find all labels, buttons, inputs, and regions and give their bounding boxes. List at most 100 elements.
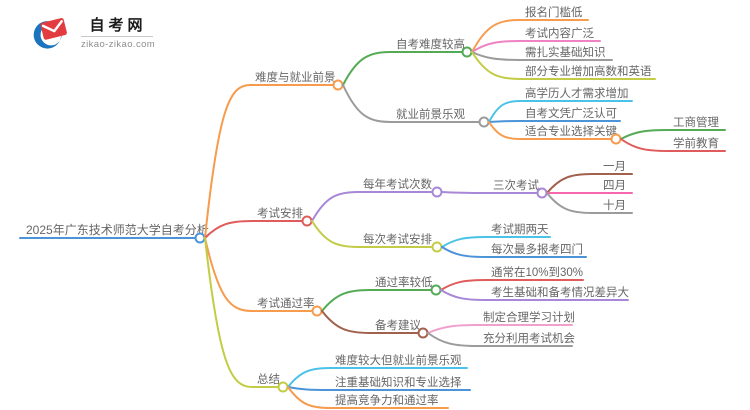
mindmap-node-preparation-advice[interactable]: 备考建议 [321,310,429,339]
node-connector[interactable] [430,284,442,296]
mindmap-node-preschool-education[interactable]: 学前教育 [620,136,726,152]
node-label: 四月 [603,180,626,192]
mindmap-node-self-exam-difficulty-high[interactable]: 自考难度较高 [342,37,473,86]
mindmap-node-make-reasonable-study-plan[interactable]: 制定合理学习计划 [427,310,575,334]
branch-line [204,220,303,239]
branch-line [546,192,633,214]
mindmap-node-max-four-subjects-each-time[interactable]: 每次最多报考四门 [441,242,587,258]
branch-line [440,289,629,301]
branch-line [488,121,612,140]
node-connector[interactable] [478,116,490,128]
node-label: 自考文凭广泛认可 [525,106,617,120]
node-label: 适合专业选择关键 [525,124,617,138]
mindmap-node-usually-10-to-30-percent[interactable]: 通常在10%到30% [440,266,584,291]
node-connector[interactable] [301,215,313,227]
node-connector[interactable] [332,79,344,91]
mindmap-node-exams-per-year[interactable]: 每年考试次数 [311,177,443,222]
node-connector[interactable] [536,187,548,199]
node-label: 通过率较低 [375,275,433,289]
mindmap-node-solid-basics-required[interactable]: 需扎实基础知识 [471,45,613,61]
node-connector[interactable] [461,46,473,58]
node-connector[interactable] [194,232,206,244]
branch-line [342,84,480,123]
branch-line [287,386,471,391]
branch-line [471,51,613,61]
branch-line [546,173,633,194]
branch-line [287,367,468,388]
branch-line [342,51,463,86]
node-label: 高学历人才需求增加 [525,86,629,100]
branch-line [440,279,584,291]
branch-line [204,237,279,388]
node-label: 一月 [603,161,626,173]
mindmap-node-use-exam-chances-fully[interactable]: 充分利用考试机会 [427,331,575,347]
branch-line [441,191,538,194]
mindmap-node-demand-for-graduates-rising[interactable]: 高学历人才需求增加 [488,86,633,123]
node-label: 考试期两天 [491,223,549,236]
node-label: 十月 [603,198,626,212]
node-label: 难度与就业前景 [255,70,336,84]
mindmap-node-some-majors-add-math-english[interactable]: 部分专业增加高数和英语 [471,51,656,80]
site-name: 自考网 [89,16,147,34]
branch-line [311,191,433,222]
mindmap-node-each-exam-arrangement[interactable]: 每次考试安排 [311,220,443,253]
mindmap-node-october[interactable]: 十月 [546,192,633,214]
mindmap-node-pass-rate-low[interactable]: 通过率较低 [321,275,442,312]
node-label: 自考难度较高 [396,37,465,51]
branch-line [471,19,589,53]
node-connector[interactable] [431,241,443,253]
branch-line [321,289,432,312]
node-label: 考试通过率 [257,296,315,310]
mindmap-node-employment-outlook-optimistic[interactable]: 就业前景乐观 [342,84,490,128]
mindmap-node-difficulty-and-employment[interactable]: 难度与就业前景 [204,70,344,239]
mindmap-node-exam-pass-rate[interactable]: 考试通过率 [204,237,323,317]
node-label: 每次最多报考四门 [491,242,583,256]
branch-line [488,100,633,123]
mindmap-node-april[interactable]: 四月 [546,180,633,194]
node-label: 三次考试 [493,178,539,192]
branch-line [620,138,726,152]
node-connector[interactable] [277,381,289,393]
mindmap-node-exam-arrangement[interactable]: 考试安排 [204,206,313,239]
mindmap-node-major-choice-is-key[interactable]: 适合专业选择关键 [488,121,622,145]
branch-line [471,40,601,53]
branch-line [204,84,334,239]
mindmap-node-low-registration-threshold[interactable]: 报名门槛低 [471,5,589,53]
logo-text-block: 自考网 zikao-zikao.com [81,17,155,50]
logo-crescent [33,21,62,49]
mindmap-node-summary[interactable]: 总结 [204,237,289,393]
branch-line [287,386,449,409]
mindmap-node-two-day-exam-period[interactable]: 考试期两天 [441,223,551,248]
node-connector[interactable] [610,133,622,145]
node-connector[interactable] [417,327,429,339]
graduation-cap-logo-icon [33,18,67,49]
mindmap-node-three-exams[interactable]: 三次考试 [441,178,548,199]
mindmap-node-focus-basics-and-major-choice[interactable]: 注重基础知识和专业选择 [287,375,471,391]
node-label: 充分利用考试机会 [483,331,575,345]
node-label: 部分专业增加高数和英语 [525,64,652,78]
branch-line [311,220,433,248]
node-label: 提高竞争力和通过率 [335,393,439,407]
mindmap-node-hard-but-optimistic-outlook[interactable]: 难度较大但就业前景乐观 [287,353,468,388]
node-label: 考试内容广泛 [525,26,594,40]
mindmap-node-business-administration[interactable]: 工商管理 [620,115,726,140]
branch-line [471,51,656,80]
node-connector[interactable] [431,186,443,198]
mindmap-node-candidate-background-varies[interactable]: 考生基础和备考情况差异大 [440,285,629,301]
mindmap-node-diploma-widely-recognized[interactable]: 自考文凭广泛认可 [488,106,621,123]
node-label: 备考建议 [375,318,421,332]
node-label: 总结 [257,372,280,386]
mindmap-node-broad-exam-content[interactable]: 考试内容广泛 [471,26,601,53]
node-label: 注重基础知识和专业选择 [335,375,462,389]
branch-line [427,332,573,347]
node-connector[interactable] [311,305,323,317]
site-logo[interactable]: 自考网 zikao-zikao.com [30,13,155,53]
node-label: 就业前景乐观 [396,107,465,121]
mindmap-node-improve-competitiveness-and-pass-rate[interactable]: 提高竞争力和通过率 [287,386,449,409]
mindmap-node-january[interactable]: 一月 [546,161,633,194]
node-label: 工商管理 [673,115,719,129]
branch-line [620,129,726,140]
mindmap-node-root[interactable]: 2025年广东技术师范大学自考分析 [19,222,209,244]
node-label: 2025年广东技术师范大学自考分析 [26,222,209,237]
